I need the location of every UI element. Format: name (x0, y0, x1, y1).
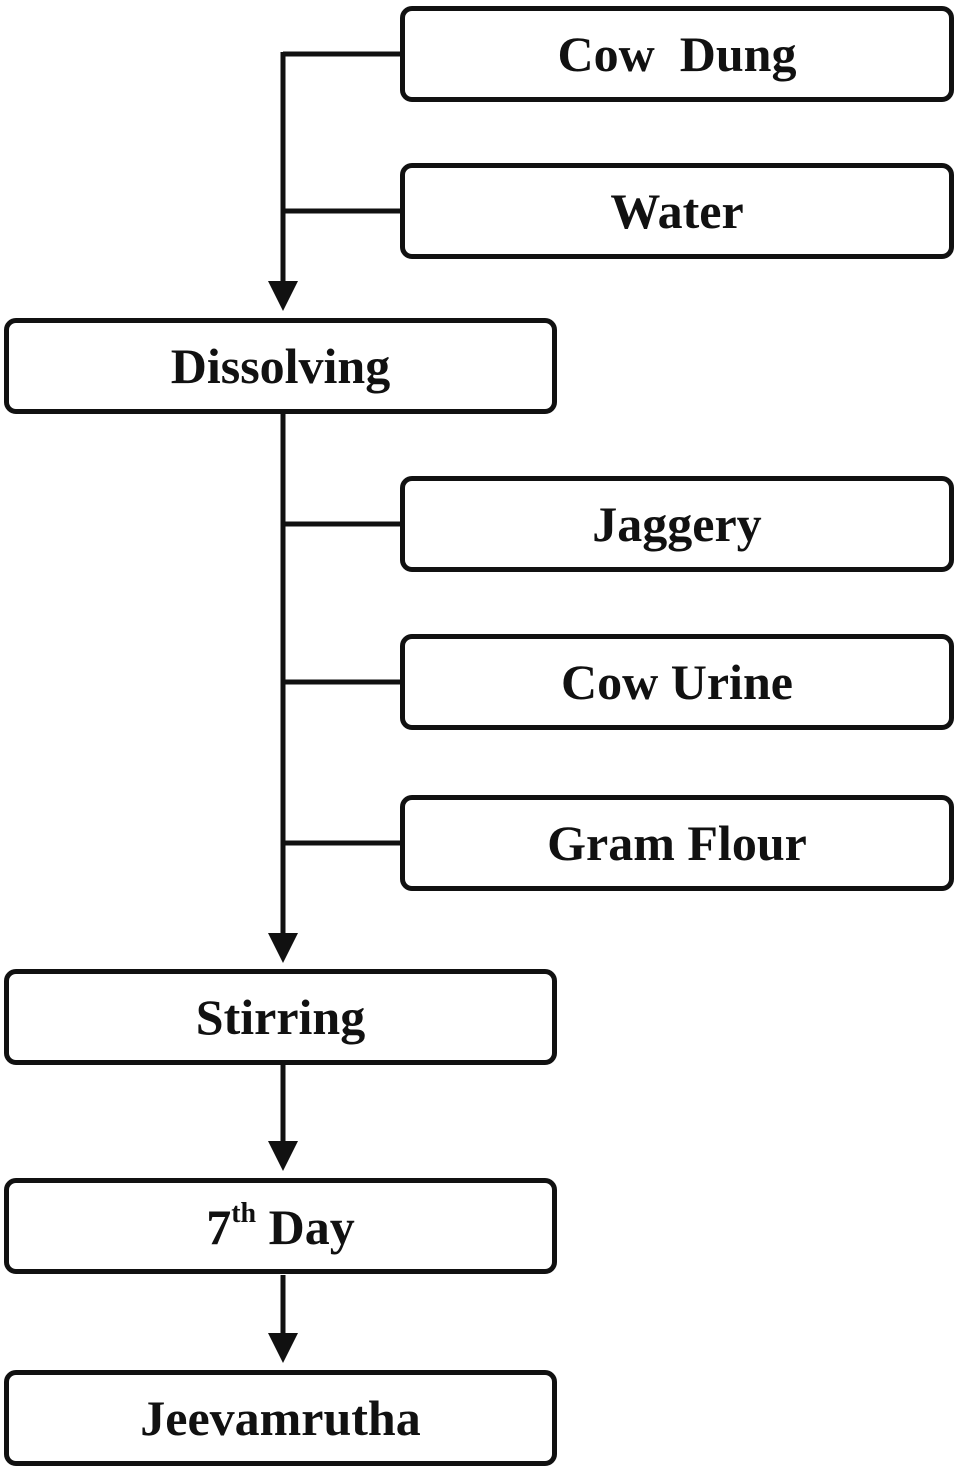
box-seventh-day: 7th Day (4, 1178, 557, 1274)
box-jeevamrutha-label: Jeevamrutha (140, 1390, 421, 1446)
box-dissolving: Dissolving (4, 318, 557, 414)
box-jaggery-label: Jaggery (592, 496, 762, 552)
box-dissolving-label: Dissolving (170, 338, 391, 394)
box-jaggery: Jaggery (400, 476, 954, 572)
day-word: Day (268, 1199, 355, 1255)
box-seventh-day-label: 7th Day (206, 1198, 355, 1255)
box-water-label: Water (610, 183, 744, 239)
box-stirring-label: Stirring (195, 989, 366, 1045)
box-jeevamrutha: Jeevamrutha (4, 1370, 557, 1466)
box-stirring: Stirring (4, 969, 557, 1065)
box-gram-flour: Gram Flour (400, 795, 954, 891)
day-number: 7 (206, 1199, 232, 1255)
box-cow-urine: Cow Urine (400, 634, 954, 730)
box-cow-dung-label: Cow Dung (557, 26, 797, 82)
box-cow-urine-label: Cow Urine (561, 654, 793, 710)
box-cow-dung: Cow Dung (400, 6, 954, 102)
box-water: Water (400, 163, 954, 259)
day-suffix: th (231, 1198, 257, 1229)
box-gram-flour-label: Gram Flour (547, 815, 807, 871)
